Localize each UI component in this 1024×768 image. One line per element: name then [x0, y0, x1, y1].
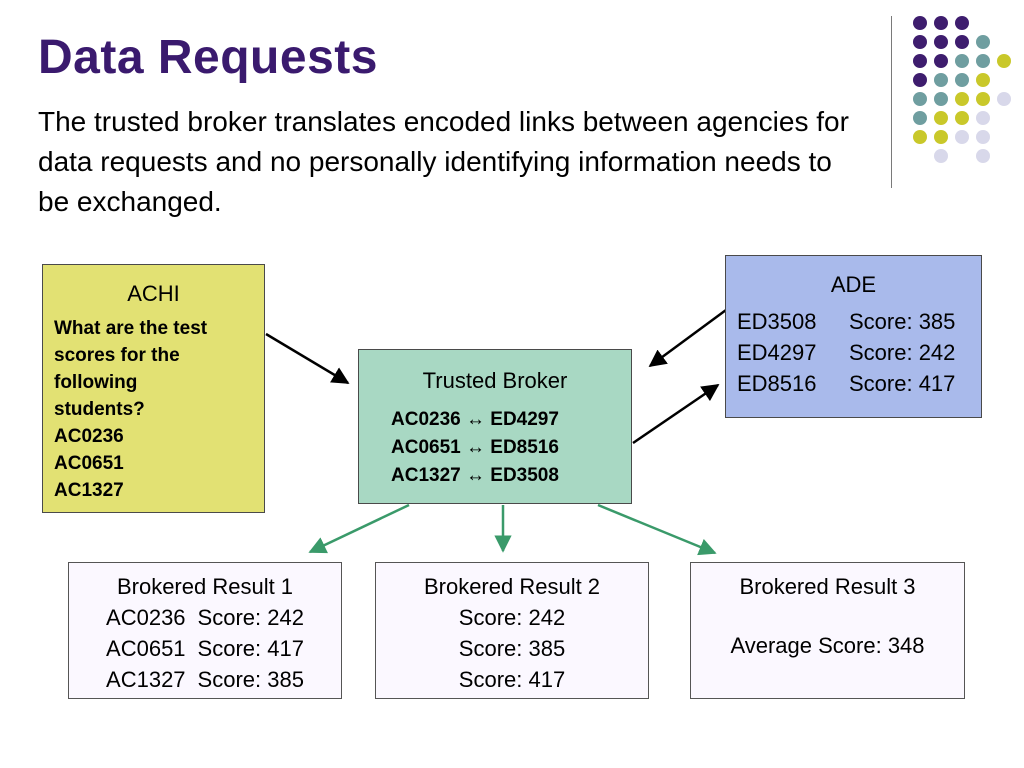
broker-mapping-list: AC0236 ↔ ED4297 AC0651 ↔ ED8516 AC1327 ↔…	[391, 406, 631, 490]
decor-dot	[997, 92, 1011, 106]
decor-dot	[955, 73, 969, 87]
achi-box: ACHI What are the test scores for the fo…	[42, 264, 265, 513]
decorative-dot-grid	[900, 14, 1020, 174]
result-score: Score: 242	[197, 605, 304, 630]
broker-mapping: AC0236 ↔ ED4297	[391, 409, 559, 430]
decor-dot	[934, 16, 948, 30]
decor-dot	[934, 130, 948, 144]
decor-dot	[913, 92, 927, 106]
decor-dot	[913, 16, 927, 30]
divider-line	[891, 16, 892, 188]
slide-title: Data Requests	[38, 31, 378, 84]
result-title: Brokered Result 3	[739, 574, 916, 599]
brokered-result-1-box: Brokered Result 1 AC0236 Score: 242 AC065…	[68, 562, 342, 699]
decor-dot	[955, 54, 969, 68]
ade-score: Score: 242	[849, 340, 956, 365]
slide-subtitle: The trusted broker translates encoded li…	[38, 106, 849, 217]
ade-id: ED3508	[737, 309, 817, 334]
ade-score-list: ED3508 Score: 385 ED4297 Score: 242 ED8516…	[737, 306, 981, 399]
achi-student-id: AC1327	[54, 480, 124, 501]
decor-dot	[955, 16, 969, 30]
brokered-result-2-box: Brokered Result 2 Score: 242 Score: 385 …	[375, 562, 649, 699]
result-id: AC0651	[106, 636, 186, 661]
arrow-broker-to-result-1	[308, 503, 410, 554]
trusted-broker-box: Trusted Broker AC0236 ↔ ED4297 AC0651 ↔ …	[358, 349, 632, 504]
achi-line: students?	[54, 399, 145, 420]
decor-dot	[976, 73, 990, 87]
arrow-broker-to-result-3	[597, 503, 717, 556]
decor-dot	[934, 149, 948, 163]
decor-dot	[976, 111, 990, 125]
ade-row: ED4297 Score: 242	[737, 337, 981, 368]
result-rows: AC0236 Score: 242 AC0651 Score: 417 AC1327…	[69, 602, 341, 695]
decor-dot	[934, 73, 948, 87]
decor-dot	[913, 73, 927, 87]
decor-dot	[934, 35, 948, 49]
arrow-broker-to-ade	[632, 383, 720, 445]
achi-request-text: What are the test scores for the followi…	[54, 315, 264, 504]
decor-dot	[913, 54, 927, 68]
brokered-result-3-box: Brokered Result 3 Average Score: 348	[690, 562, 965, 699]
decor-dot	[913, 35, 927, 49]
decor-dot	[955, 35, 969, 49]
decor-dot	[976, 92, 990, 106]
result-row: AC0236 Score: 242	[69, 602, 341, 633]
result-title: Brokered Result 1	[116, 574, 294, 599]
result-score: Score: 417	[458, 667, 566, 692]
achi-title: ACHI	[127, 281, 180, 306]
arrow-achi-to-broker	[265, 332, 350, 385]
broker-mapping: AC1327 ↔ ED3508	[391, 465, 559, 486]
result-score: Score: 385	[197, 667, 304, 692]
ade-row: ED8516 Score: 417	[737, 368, 981, 399]
decor-dot	[955, 92, 969, 106]
achi-line: following	[54, 372, 138, 393]
broker-title: Trusted Broker	[422, 368, 568, 393]
decor-dot	[934, 111, 948, 125]
decor-dot	[934, 92, 948, 106]
decor-dot	[976, 149, 990, 163]
decor-dot	[934, 54, 948, 68]
result-id: AC0236	[106, 605, 186, 630]
ade-id: ED8516	[737, 371, 817, 396]
decor-dot	[955, 130, 969, 144]
decor-dot	[997, 54, 1011, 68]
ade-score: Score: 385	[849, 309, 956, 334]
ade-score: Score: 417	[849, 371, 956, 396]
result-row: AC1327 Score: 385	[69, 664, 341, 695]
achi-student-id: AC0651	[54, 453, 124, 474]
decor-dot	[913, 111, 927, 125]
result-row: AC0651 Score: 417	[69, 633, 341, 664]
decor-dot	[976, 35, 990, 49]
achi-line: scores for the	[54, 345, 180, 366]
ade-title: ADE	[830, 272, 877, 297]
decor-dot	[913, 130, 927, 144]
decor-dot	[976, 54, 990, 68]
average-score: Average Score: 348	[730, 633, 925, 658]
result-score: Score: 242	[458, 605, 566, 630]
result-id: AC1327	[106, 667, 186, 692]
result-rows: Score: 242 Score: 385 Score: 417	[376, 602, 648, 695]
ade-id: ED4297	[737, 340, 817, 365]
arrow-ade-to-broker	[648, 308, 727, 368]
ade-row: ED3508 Score: 385	[737, 306, 981, 337]
result-score: Score: 385	[458, 636, 566, 661]
decor-dot	[976, 130, 990, 144]
ade-box: ADE ED3508 Score: 385 ED4297 Score: 242 ED…	[725, 255, 982, 418]
broker-mapping: AC0651 ↔ ED8516	[391, 437, 559, 458]
result-score: Score: 417	[197, 636, 304, 661]
decor-dot	[955, 111, 969, 125]
achi-line: What are the test	[54, 318, 208, 339]
result-title: Brokered Result 2	[423, 574, 601, 599]
achi-student-id: AC0236	[54, 426, 124, 447]
